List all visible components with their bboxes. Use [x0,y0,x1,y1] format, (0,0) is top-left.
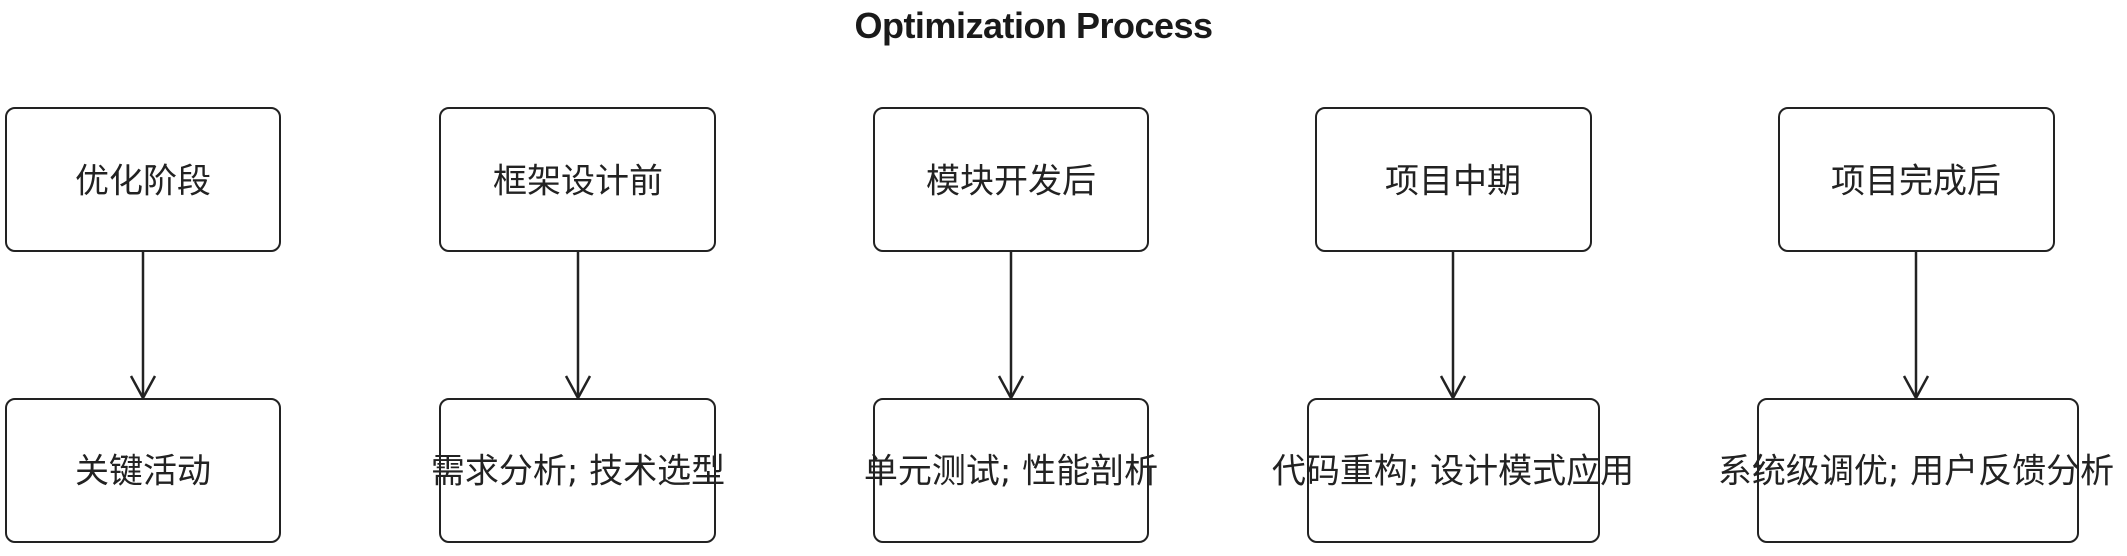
edge-arrow-3 [997,252,1025,401]
activity-node-3[interactable] [873,398,1149,543]
activity-node-5[interactable] [1757,398,2079,543]
stage-node-2[interactable] [439,107,716,252]
activity-label-3: 单元测试; 性能剖析 [863,451,1159,492]
stage-node-1[interactable] [5,107,281,252]
edge-arrow-1 [129,252,157,401]
activity-label-5: 系统级调优; 用户反馈分析 [1717,451,2115,492]
activity-label-2: 需求分析; 技术选型 [430,451,726,492]
activity-label-1: 关键活动 [75,451,211,492]
edge-arrow-2 [564,252,592,401]
activity-node-1[interactable] [5,398,281,543]
stage-label-4: 项目中期 [1385,161,1521,202]
diagram-title: Optimization Process [854,5,1213,46]
edge-arrow-5 [1902,252,1930,401]
stage-label-5: 项目完成后 [1831,161,2001,202]
stage-node-3[interactable] [873,107,1149,252]
stage-label-3: 模块开发后 [926,161,1096,202]
activity-label-4: 代码重构; 设计模式应用 [1271,451,1635,492]
stage-node-5[interactable] [1778,107,2055,252]
edge-arrow-4 [1439,252,1467,401]
activity-node-2[interactable] [439,398,716,543]
activity-node-4[interactable] [1307,398,1600,543]
stage-node-4[interactable] [1315,107,1592,252]
stage-label-2: 框架设计前 [493,161,663,202]
stage-label-1: 优化阶段 [75,161,211,202]
